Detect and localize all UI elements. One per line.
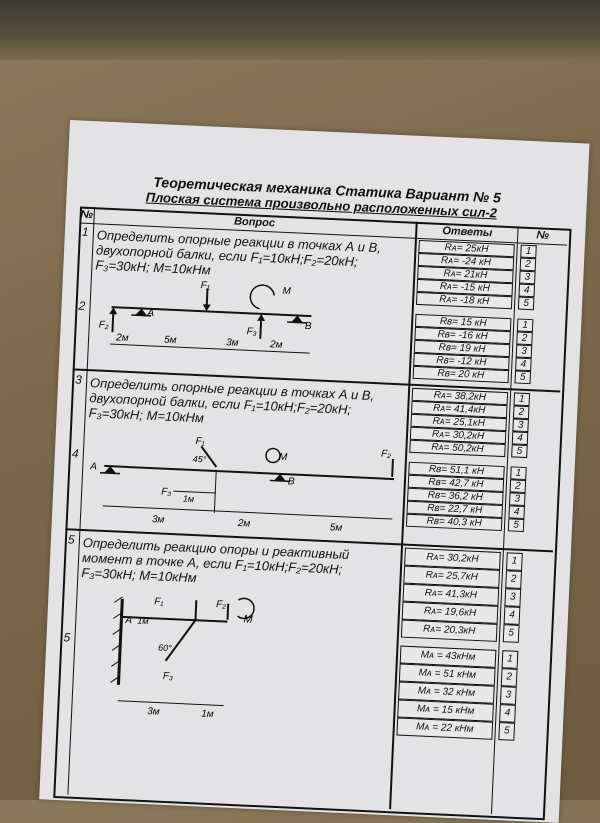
dimension-label: 3м — [226, 337, 239, 349]
dimension-label: 5м — [330, 522, 343, 534]
answer-number: 5 — [498, 722, 516, 741]
force-label: F₃ — [246, 326, 257, 337]
support-label: B — [288, 476, 295, 487]
header-no: № — [80, 208, 94, 222]
support-label: B — [305, 321, 312, 332]
beam-diagram-2: F₁ F₂ F₃ M A B 45° 1м 3м 2м 5м — [89, 436, 395, 534]
answer-number: 4 — [499, 704, 516, 723]
force-label: F₁ — [200, 280, 210, 291]
answer-number: 1 — [513, 392, 531, 407]
answer-number: 3 — [499, 686, 517, 705]
support-label: A — [124, 615, 132, 626]
answer-number: 3 — [515, 344, 533, 359]
dimension-label: 2м — [237, 518, 251, 530]
moment-label: M — [282, 286, 291, 297]
support-label: A — [146, 308, 154, 319]
force-label: F₁ — [154, 596, 164, 607]
dimension-label: 5м — [164, 335, 177, 347]
answer-number: 5 — [514, 370, 532, 385]
dimension-label: 1м — [137, 616, 149, 626]
row-number: 1 — [81, 224, 89, 239]
moment-label: M — [243, 613, 254, 625]
answer-number: 3 — [519, 270, 536, 285]
answer-number: 2 — [512, 405, 530, 420]
row-number: 5 — [67, 532, 75, 547]
force-label: F₁ — [195, 436, 205, 447]
answer-number: 5 — [502, 624, 520, 643]
answer-number: 2 — [509, 479, 527, 494]
background-top-bar — [0, 0, 600, 60]
force-label: F₃ — [161, 487, 172, 498]
answer-number: 1 — [516, 318, 534, 333]
header-no2: № — [536, 229, 550, 242]
dimension-label: 2м — [269, 339, 283, 351]
answer-number: 4 — [503, 606, 521, 625]
row-number: 2 — [78, 298, 86, 313]
answer-number: 3 — [508, 492, 526, 507]
force-label: F₂ — [381, 448, 392, 459]
answer-number: 1 — [501, 650, 519, 669]
beam-diagram-1: F₁ F₂ F₃ M A B 2м 5м 3м 2м — [98, 280, 312, 354]
answer-number: 4 — [515, 357, 532, 372]
force-label: F₂ — [98, 320, 109, 331]
answer-number: 5 — [507, 518, 525, 533]
answer-number: 5 — [517, 296, 535, 311]
dimension-label: 3м — [152, 514, 165, 526]
answer-number: 4 — [518, 283, 536, 298]
worksheet: Теоретическая механика Статика Вариант №… — [39, 120, 590, 823]
dimension-label: 1м — [201, 709, 214, 721]
answer-number: 5 — [511, 444, 528, 459]
row-number: 3 — [74, 372, 83, 387]
answer-number: 4 — [511, 431, 529, 446]
answer-number: 2 — [516, 331, 533, 346]
answer-number: 1 — [506, 552, 523, 571]
support-label: A — [89, 461, 97, 472]
moment-label: M — [279, 452, 288, 463]
force-label: F₃ — [163, 671, 174, 682]
dimension-label: 2м — [115, 332, 129, 344]
answer-number: 3 — [512, 418, 529, 433]
force-label: F₂ — [216, 599, 227, 610]
answer-number: 2 — [500, 668, 518, 687]
angle-label: 60° — [158, 643, 172, 654]
row-number: 5 — [63, 630, 71, 645]
cantilever-diagram: F₁ F₂ F₃ M A 60° 1м 3м 1м — [110, 596, 255, 721]
answer-number: 2 — [505, 570, 523, 589]
answer-number: 2 — [519, 257, 537, 272]
answer-number: 3 — [504, 588, 522, 607]
answer-number: 4 — [508, 505, 525, 520]
dimension-label: 1м — [183, 494, 195, 504]
dimension-label: 3м — [147, 706, 160, 718]
angle-label: 45° — [193, 454, 207, 465]
answer-number: 1 — [520, 244, 537, 259]
answer-number: 1 — [510, 466, 527, 481]
row-number: 4 — [71, 446, 79, 461]
